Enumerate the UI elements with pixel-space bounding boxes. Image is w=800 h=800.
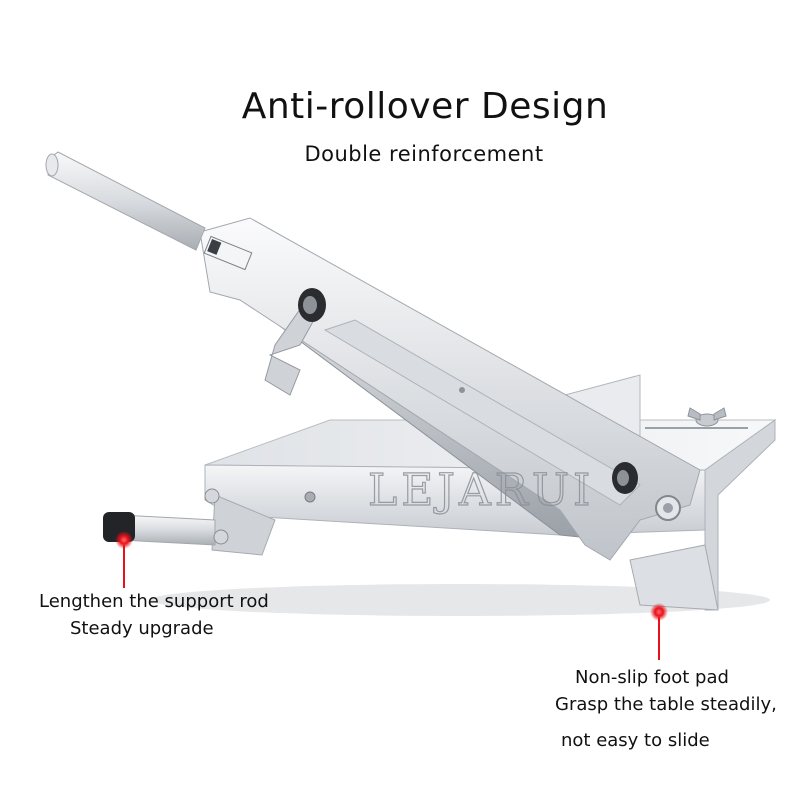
watermark-text: LEJARUI [368, 465, 594, 516]
base-bolt [213, 529, 229, 545]
floor-shadow [150, 584, 770, 616]
support-rod-caption-line2: Steady upgrade [70, 618, 214, 639]
foot-pad-caption-line3: not easy to slide [561, 730, 710, 751]
upper-roller [298, 288, 326, 322]
foot-pad-caption-line1: Non-slip foot pad [575, 667, 729, 688]
headline-subtitle: Double reinforcement [304, 142, 544, 166]
base-screw [304, 491, 316, 503]
brand-badge [203, 235, 253, 271]
handle-tube [47, 151, 206, 251]
support-rod-caption-line1: Lengthen the support rod [39, 591, 269, 612]
foot-pad-marker [650, 603, 668, 660]
base-bolt [204, 488, 220, 504]
headline-title: Anti-rollover Design [241, 86, 609, 127]
foot-pad-caption-line2: Grasp the table steadily, [555, 694, 777, 715]
lever-arm-channel [323, 319, 641, 506]
pivot-bolt [655, 495, 681, 521]
arm-rivet [459, 387, 465, 393]
lower-roller [612, 462, 638, 494]
base-right-foot [629, 544, 719, 611]
support-rod-marker [115, 531, 133, 588]
base-right-side [704, 419, 776, 611]
handle-end [45, 153, 59, 177]
wing-nut [687, 407, 727, 427]
